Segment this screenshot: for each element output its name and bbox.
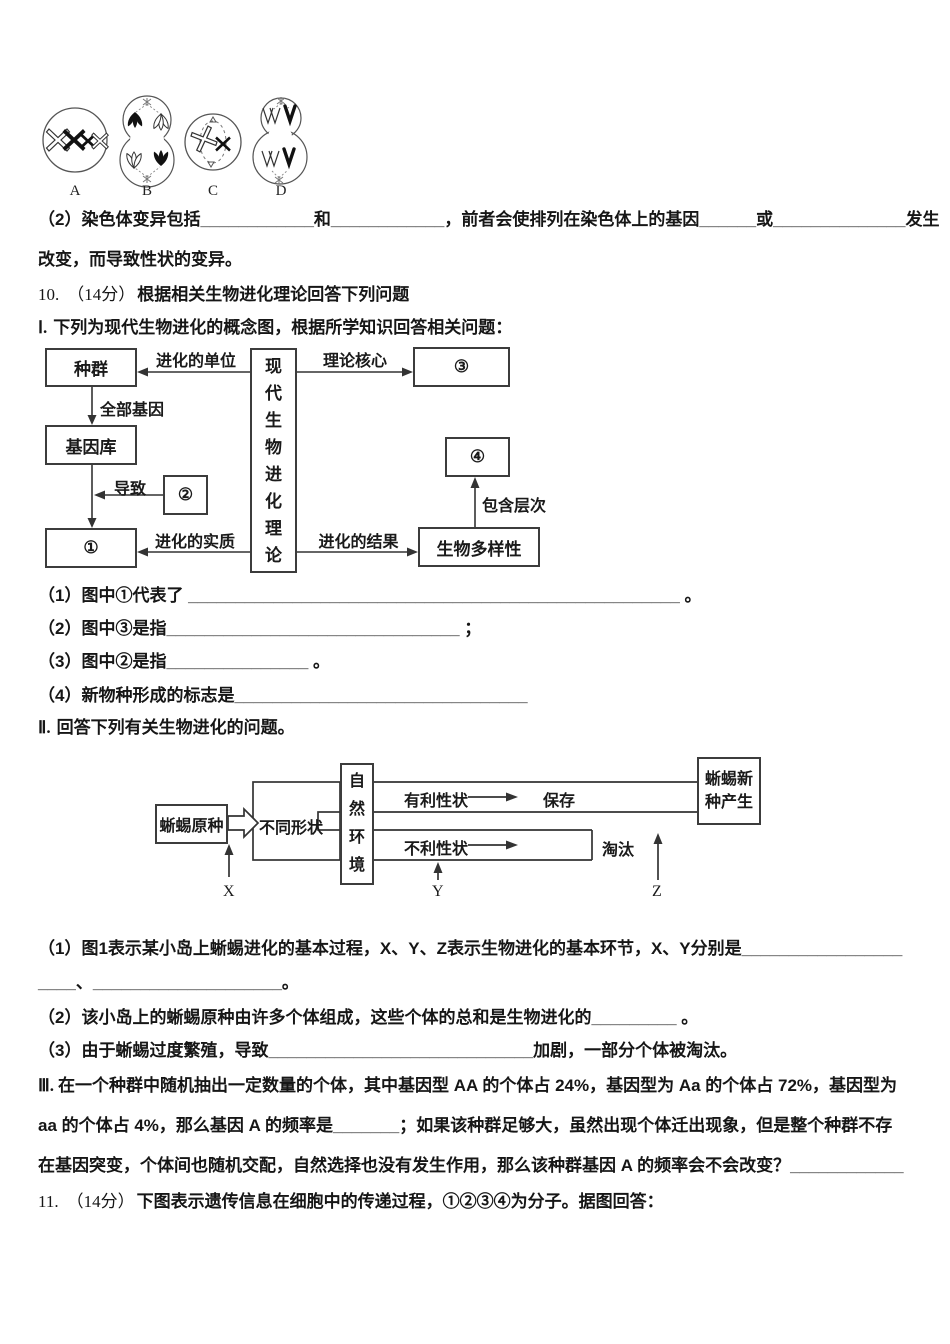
lizard-diagram-lines xyxy=(224,781,697,880)
lizard-evolution-diagram: 蜥蜴原种 不同形状 自然环境 有利性状 保存 不利性状 淘汰 蜥蜴新 种产生 X… xyxy=(38,755,778,907)
cell-b-diagram xyxy=(119,95,175,188)
flowchart-box-biodiversity: 生物多样性 xyxy=(418,527,540,567)
part3-line3: 在基因突变，个体间也随机交配，自然选择也没有发生作用，那么该种群基因 A 的频率… xyxy=(38,1156,904,1175)
part1-question-2: （2）图中③是指_______________________________ … xyxy=(38,619,482,638)
diagram-label-different-traits: 不同形状 xyxy=(259,820,324,837)
part2-question-3: （3）由于蜥蜴过度繁殖，导致__________________________… xyxy=(38,1041,738,1060)
flowchart-box-circle1: ① xyxy=(45,528,137,568)
diagram-new-species-line1: 蜥蜴新 xyxy=(704,771,753,788)
flowchart-box-circle4: ④ xyxy=(445,437,510,477)
part1-question-3: （3）图中②是指_______________ 。 xyxy=(38,652,330,671)
part2-question-2: （2）该小岛上的蜥蜴原种由许多个体组成，这些个体的总和是生物进化的_______… xyxy=(38,1008,699,1027)
q9-sub2-line1: （2）染色体变异包括____________和____________，前者会使… xyxy=(38,210,940,229)
hollow-arrow-icon xyxy=(227,806,260,840)
cell-c-label: C xyxy=(208,183,218,199)
q9-sub2-line2: 改变，而导致性状的变异。 xyxy=(38,250,242,269)
flowchart-label-levels: 包含层次 xyxy=(482,498,547,515)
q11-number: 11. xyxy=(38,1192,59,1211)
part3-line1-text: 在一个种群中随机抽出一定数量的个体，其中基因型 AA 的个体占 24%，基因型为… xyxy=(57,1076,898,1095)
part1-heading-text: 下列为现代生物进化的概念图，根据所学知识回答相关问题： xyxy=(53,318,513,337)
q10-score: （14分） xyxy=(67,285,136,304)
flowchart-label-all-genes: 全部基因 xyxy=(100,402,165,419)
diagram-label-z: Z xyxy=(652,883,662,900)
diagram-box-new-species: 蜥蜴新 种产生 xyxy=(697,757,761,825)
flowchart-label-unit: 进化的单位 xyxy=(155,353,236,370)
diagram-label-preserved: 保存 xyxy=(543,793,576,810)
flowchart-arrows xyxy=(87,367,480,557)
q10-title: 根据相关生物进化理论回答下列问题 xyxy=(137,285,410,304)
part3-roman-numeral: Ⅲ. xyxy=(38,1076,54,1095)
part1-question-1: （1）图中①代表了 ______________________________… xyxy=(38,586,702,605)
flowchart-center-theory-text: 现代生物进化理论 xyxy=(265,356,282,565)
part2-question-1-line2: ____、____________________。 xyxy=(38,973,299,992)
part2-heading-text: 回答下列有关生物进化的问题。 xyxy=(56,718,295,737)
diagram-box-environment: 自然环境 xyxy=(340,763,374,885)
flowchart-label-core: 理论核心 xyxy=(322,353,387,370)
cell-division-figure: A B C D xyxy=(42,95,308,199)
flowchart-box-circle3: ③ xyxy=(413,347,510,387)
flowchart-box-center-theory: 现代生物进化理论 xyxy=(250,348,297,573)
part1-roman-numeral: Ⅰ. xyxy=(38,318,48,337)
part2-question-1-line1: （1）图1表示某小岛上蜥蜴进化的基本过程，X、Y、Z表示生物进化的基本环节，X、… xyxy=(38,939,903,958)
q11-heading: 11. （14分）下图表示遗传信息在细胞中的传递过程，①②③④为分子。据图回答： xyxy=(38,1190,664,1214)
part2-roman-numeral: Ⅱ. xyxy=(38,718,51,737)
diagram-label-x: X xyxy=(223,883,235,900)
diagram-label-y: Y xyxy=(432,883,444,900)
q11-score: （14分） xyxy=(66,1192,135,1211)
diagram-box-original-species: 蜥蜴原种 xyxy=(155,804,228,844)
diagram-new-species-line2: 种产生 xyxy=(704,794,753,811)
cell-d-label: D xyxy=(276,183,287,199)
part3-line1: Ⅲ.在一个种群中随机抽出一定数量的个体，其中基因型 AA 的个体占 24%，基因… xyxy=(38,1074,897,1098)
q10-number: 10. xyxy=(38,285,60,304)
cell-d-diagram xyxy=(252,97,308,185)
cell-c-diagram xyxy=(184,113,242,171)
part3-line2: aa 的个体占 4%，那么基因 A 的频率是_______；如果该种群足够大，虽… xyxy=(38,1116,893,1135)
cell-a-label: A xyxy=(70,183,81,199)
q11-title: 下图表示遗传信息在细胞中的传递过程，①②③④为分子。据图回答： xyxy=(136,1192,664,1211)
evolution-concept-flowchart: 种群 基因库 ① ② 现代生物进化理论 ③ ④ 生物多样性 进化的单位 理论核心… xyxy=(38,345,558,575)
cell-b-label: B xyxy=(142,183,152,199)
diagram-label-eliminated: 淘汰 xyxy=(602,842,635,859)
cell-a-diagram xyxy=(42,107,109,173)
part1-question-4: （4）新物种形成的标志是____________________________… xyxy=(38,686,528,705)
q10-heading: 10. （14分）根据相关生物进化理论回答下列问题 xyxy=(38,283,409,307)
diagram-label-favorable: 有利性状 xyxy=(404,793,469,810)
flowchart-box-circle2: ② xyxy=(163,475,208,515)
diagram-environment-text: 自然环境 xyxy=(348,773,365,874)
part1-heading: Ⅰ. 下列为现代生物进化的概念图，根据所学知识回答相关问题： xyxy=(38,316,512,340)
flowchart-label-leads: 导致 xyxy=(114,481,147,498)
flowchart-box-population: 种群 xyxy=(45,348,137,387)
flowchart-box-gene-pool: 基因库 xyxy=(45,425,137,465)
flowchart-label-result: 进化的结果 xyxy=(318,534,399,551)
part2-heading: Ⅱ. 回答下列有关生物进化的问题。 xyxy=(38,716,295,740)
flowchart-label-essence: 进化的实质 xyxy=(154,534,235,551)
diagram-label-unfavorable: 不利性状 xyxy=(404,841,469,858)
